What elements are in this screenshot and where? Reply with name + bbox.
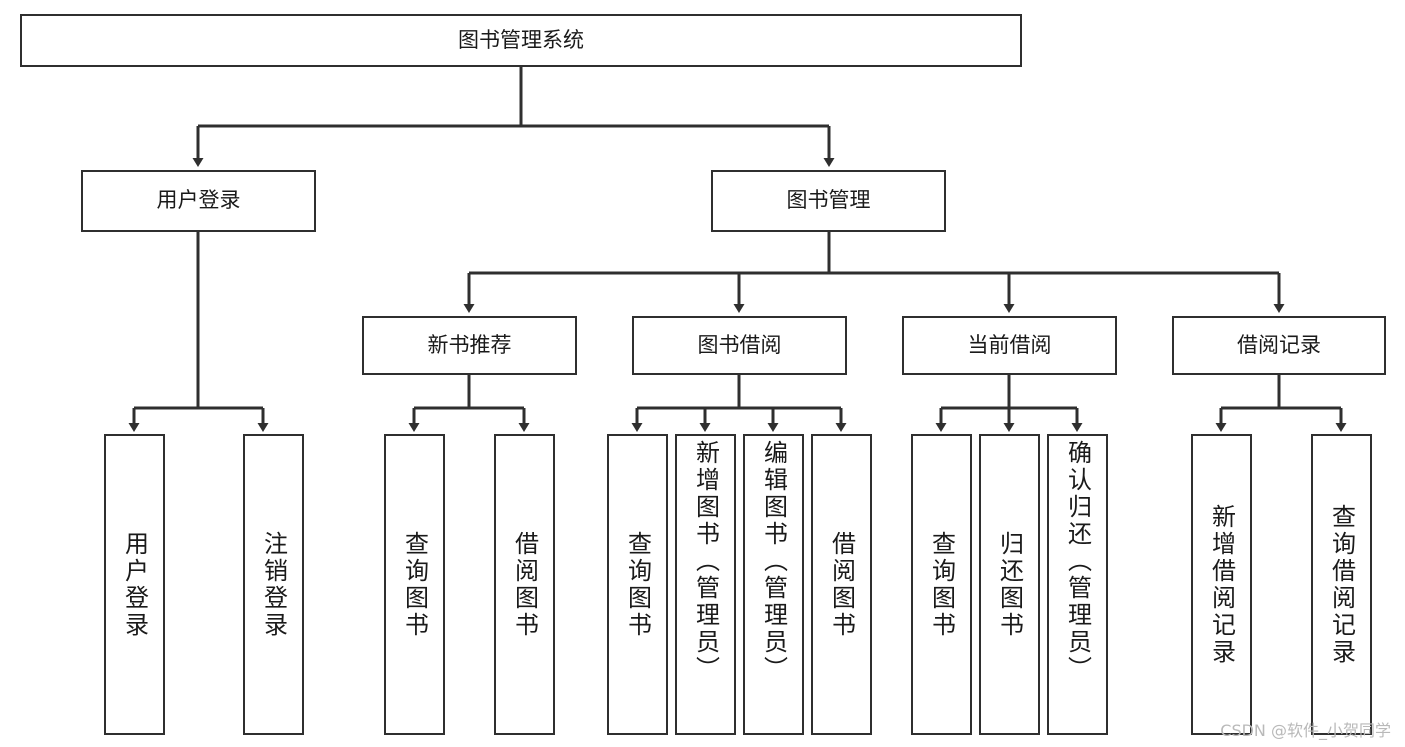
- node-current-borrow[interactable]: 当前借阅: [902, 316, 1117, 375]
- node-new-book-recommend-label: 新书推荐: [427, 332, 512, 357]
- node-leaf-return-book-label: 归还图书: [995, 530, 1024, 639]
- node-leaf-confirm-return-admin[interactable]: 确认归还（管理员）: [1047, 434, 1108, 735]
- node-borrow-record[interactable]: 借阅记录: [1172, 316, 1386, 375]
- node-leaf-logout[interactable]: 注销登录: [243, 434, 304, 735]
- node-book-borrow-label: 图书借阅: [697, 332, 782, 357]
- csdn-watermark: CSDN @软件_小贺同学: [1220, 721, 1391, 740]
- node-user-login[interactable]: 用户登录: [81, 170, 316, 232]
- node-user-login-label: 用户登录: [156, 188, 241, 213]
- node-leaf-edit-book-admin[interactable]: 编辑图书（管理员）: [743, 434, 804, 735]
- node-leaf-query-book-rec[interactable]: 查询图书: [384, 434, 445, 735]
- node-leaf-add-book-admin[interactable]: 新增图书（管理员）: [675, 434, 736, 735]
- node-leaf-add-book-admin-label: 新增图书（管理员）: [691, 440, 720, 683]
- node-leaf-user-login[interactable]: 用户登录: [104, 434, 165, 735]
- node-leaf-user-login-label: 用户登录: [120, 530, 149, 639]
- node-root[interactable]: 图书管理系统: [20, 14, 1022, 67]
- node-leaf-query-book-borrow[interactable]: 查询图书: [607, 434, 668, 735]
- node-leaf-borrow-book-label: 借阅图书: [827, 530, 856, 639]
- node-new-book-recommend[interactable]: 新书推荐: [362, 316, 577, 375]
- node-book-management-label: 图书管理: [786, 188, 871, 213]
- node-leaf-borrow-book-rec-label: 借阅图书: [510, 530, 539, 639]
- node-leaf-add-borrow-record[interactable]: 新增借阅记录: [1191, 434, 1252, 735]
- node-current-borrow-label: 当前借阅: [967, 332, 1052, 357]
- node-root-label: 图书管理系统: [458, 27, 584, 52]
- node-leaf-logout-label: 注销登录: [259, 530, 288, 639]
- node-leaf-query-book-current-label: 查询图书: [927, 530, 956, 639]
- node-leaf-add-borrow-record-label: 新增借阅记录: [1207, 503, 1236, 666]
- node-leaf-query-book-rec-label: 查询图书: [400, 530, 429, 639]
- node-book-management[interactable]: 图书管理: [711, 170, 946, 232]
- node-leaf-query-book-current[interactable]: 查询图书: [911, 434, 972, 735]
- node-leaf-confirm-return-admin-label: 确认归还（管理员）: [1063, 440, 1092, 683]
- node-leaf-return-book[interactable]: 归还图书: [979, 434, 1040, 735]
- node-leaf-query-borrow-record[interactable]: 查询借阅记录: [1311, 434, 1372, 735]
- node-leaf-borrow-book[interactable]: 借阅图书: [811, 434, 872, 735]
- node-book-borrow[interactable]: 图书借阅: [632, 316, 847, 375]
- node-leaf-edit-book-admin-label: 编辑图书（管理员）: [759, 440, 788, 683]
- node-leaf-borrow-book-rec[interactable]: 借阅图书: [494, 434, 555, 735]
- node-leaf-query-book-borrow-label: 查询图书: [623, 530, 652, 639]
- node-leaf-query-borrow-record-label: 查询借阅记录: [1327, 503, 1356, 666]
- node-borrow-record-label: 借阅记录: [1237, 332, 1321, 357]
